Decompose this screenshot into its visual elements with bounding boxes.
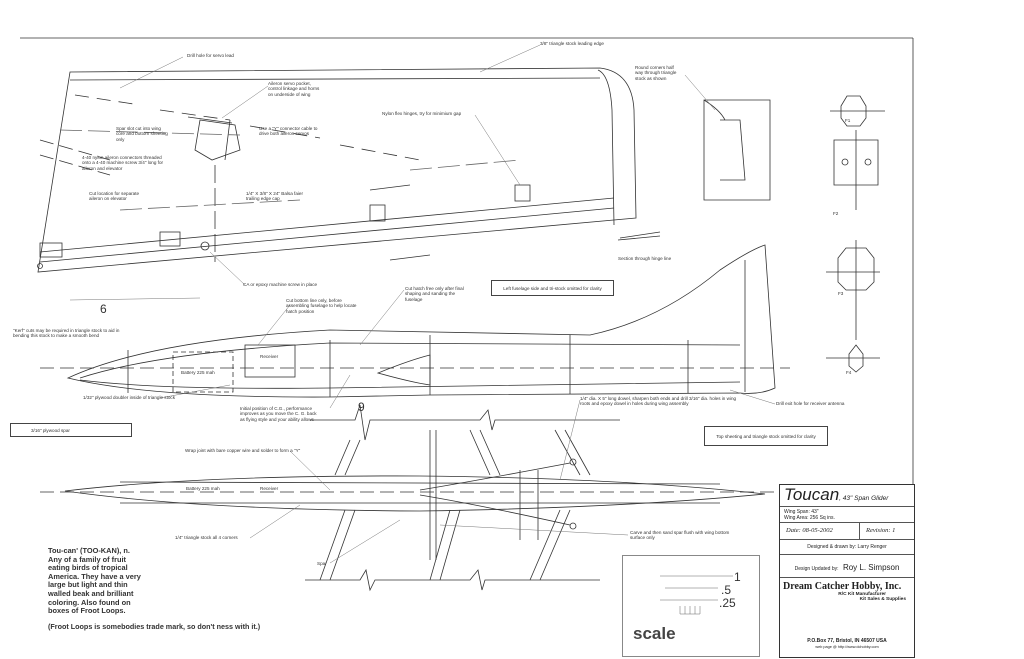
scale-label: scale [633, 624, 676, 643]
label-hatch-free: Cut hatch free only after final shaping … [405, 286, 464, 302]
label-hinges: Nylon flex hinges, try for minimium gap [382, 111, 462, 116]
note-left-side-omitted: Left fuselage side and tri-stock omitted… [491, 280, 614, 296]
label-te-cap: 1/4" X 3/8" X 24" Balsa faier trailing e… [246, 191, 303, 202]
drawing-date: Date: 08-05-2002 [780, 523, 860, 539]
label-cut-location: Cut location for separate aileron on ele… [89, 191, 140, 202]
former-f3-label: F3 [838, 291, 844, 296]
label-servo-pocket: Aileron servo pocket, control linkage an… [268, 81, 320, 97]
label-kerf: "Kerf" cuts may be required in triangle … [13, 328, 120, 339]
label-y-connector: Use a "Y" connector cable to drive both … [259, 126, 318, 137]
label-spar: Spar [317, 561, 327, 566]
formers [826, 95, 885, 373]
designer: Designed & drawn by: Larry Renger [780, 540, 914, 555]
dimension-6: 6 [100, 302, 107, 316]
label-wrap-joint: Wrap joint with bare copper wire and sol… [185, 448, 301, 453]
label-connectors: 4-40 nylon aileron connectors threaded o… [82, 155, 164, 171]
scale-box: 1 .5 .25 scale [622, 555, 760, 657]
scale-half: .5 [721, 583, 732, 597]
scale-quarter: .25 [719, 596, 736, 610]
company-line1: R/C Kit Manufacturer [838, 592, 886, 597]
label-tri-stock: 1/4" triangle stock all 4 corners [175, 535, 238, 540]
label-carve-spar: Carve and then sand spar flush with wing… [630, 530, 730, 541]
note-top-omitted: Top sheeting and triangle stock omitted … [704, 426, 828, 446]
former-f2-label: F2 [833, 211, 839, 216]
label-leading-edge: 3/8" triangle stock leading edge [540, 41, 604, 46]
scale-1: 1 [734, 570, 741, 584]
wing-area: Wing Area: 256 Sq ins. [784, 515, 835, 521]
dimension-9: 9 [358, 400, 365, 414]
label-spar-slot: Spar slot cut into wing core and bottom … [116, 126, 168, 142]
label-antenna: Drill exit hole for receiver antenna [776, 401, 845, 406]
company-web: web page @ http://www.dchobby.com [815, 645, 879, 649]
label-cut-bottom: Cut bottom line only, before assembling … [286, 298, 357, 314]
model-name: Toucan [784, 485, 840, 504]
label-doubler: 1/32" plywood doubler inside of triangle… [83, 395, 176, 400]
wing-span: Wing Span: 43" [784, 509, 819, 515]
model-subtitle: , 43" Span Glider [839, 495, 889, 502]
label-receiver-top: Receiver [260, 486, 279, 491]
company-name: Dream Catcher Hobby, Inc. [783, 581, 902, 592]
label-drill-servo: Drill hole for servo lead [187, 53, 234, 58]
ply-spar-box: 3/16" plywood spar [10, 423, 132, 437]
scale-bars [660, 575, 733, 615]
title-block: Toucan, 43" Span Glider Wing Span: 43" W… [779, 484, 915, 658]
label-cg: Initial position of C.G., performance im… [240, 406, 317, 422]
label-ca-epoxy: CA or epoxy machine screw in place [243, 282, 318, 287]
revision: Revision: 1 [866, 527, 896, 534]
company-address: P.O.Box 77, Bristol, IN 46507 USA [807, 638, 887, 644]
label-battery-top: Battery 225 mah [186, 486, 220, 491]
trademark-note: (Froot Loops is somebodies trade mark, s… [48, 622, 261, 631]
label-receiver-side: Receiver [260, 354, 279, 359]
label-dowel: 1/4" dia. X 5" long dowel, sharpen both … [580, 396, 737, 407]
former-f1-label: F1 [845, 118, 851, 123]
updated-label: Design Updated by: [794, 566, 839, 572]
label-section: Section through hinge line [618, 256, 672, 261]
updated-by: Roy L. Simpson [842, 563, 900, 572]
fuselage-top-view [40, 404, 790, 592]
toucan-definition: Tou-can' (TOO-KAN), n. Any of a family o… [48, 546, 141, 616]
leader-lines [69, 44, 776, 564]
former-f4-label: F4 [846, 370, 852, 375]
wing-planform [37, 67, 771, 273]
company-line2: Kit Sales & Supplies [859, 597, 906, 602]
fuselage-side-view [40, 244, 790, 398]
label-round-corners: Round corners half way through triangle … [635, 65, 677, 81]
label-battery-side: Battery 225 mah [181, 370, 215, 375]
